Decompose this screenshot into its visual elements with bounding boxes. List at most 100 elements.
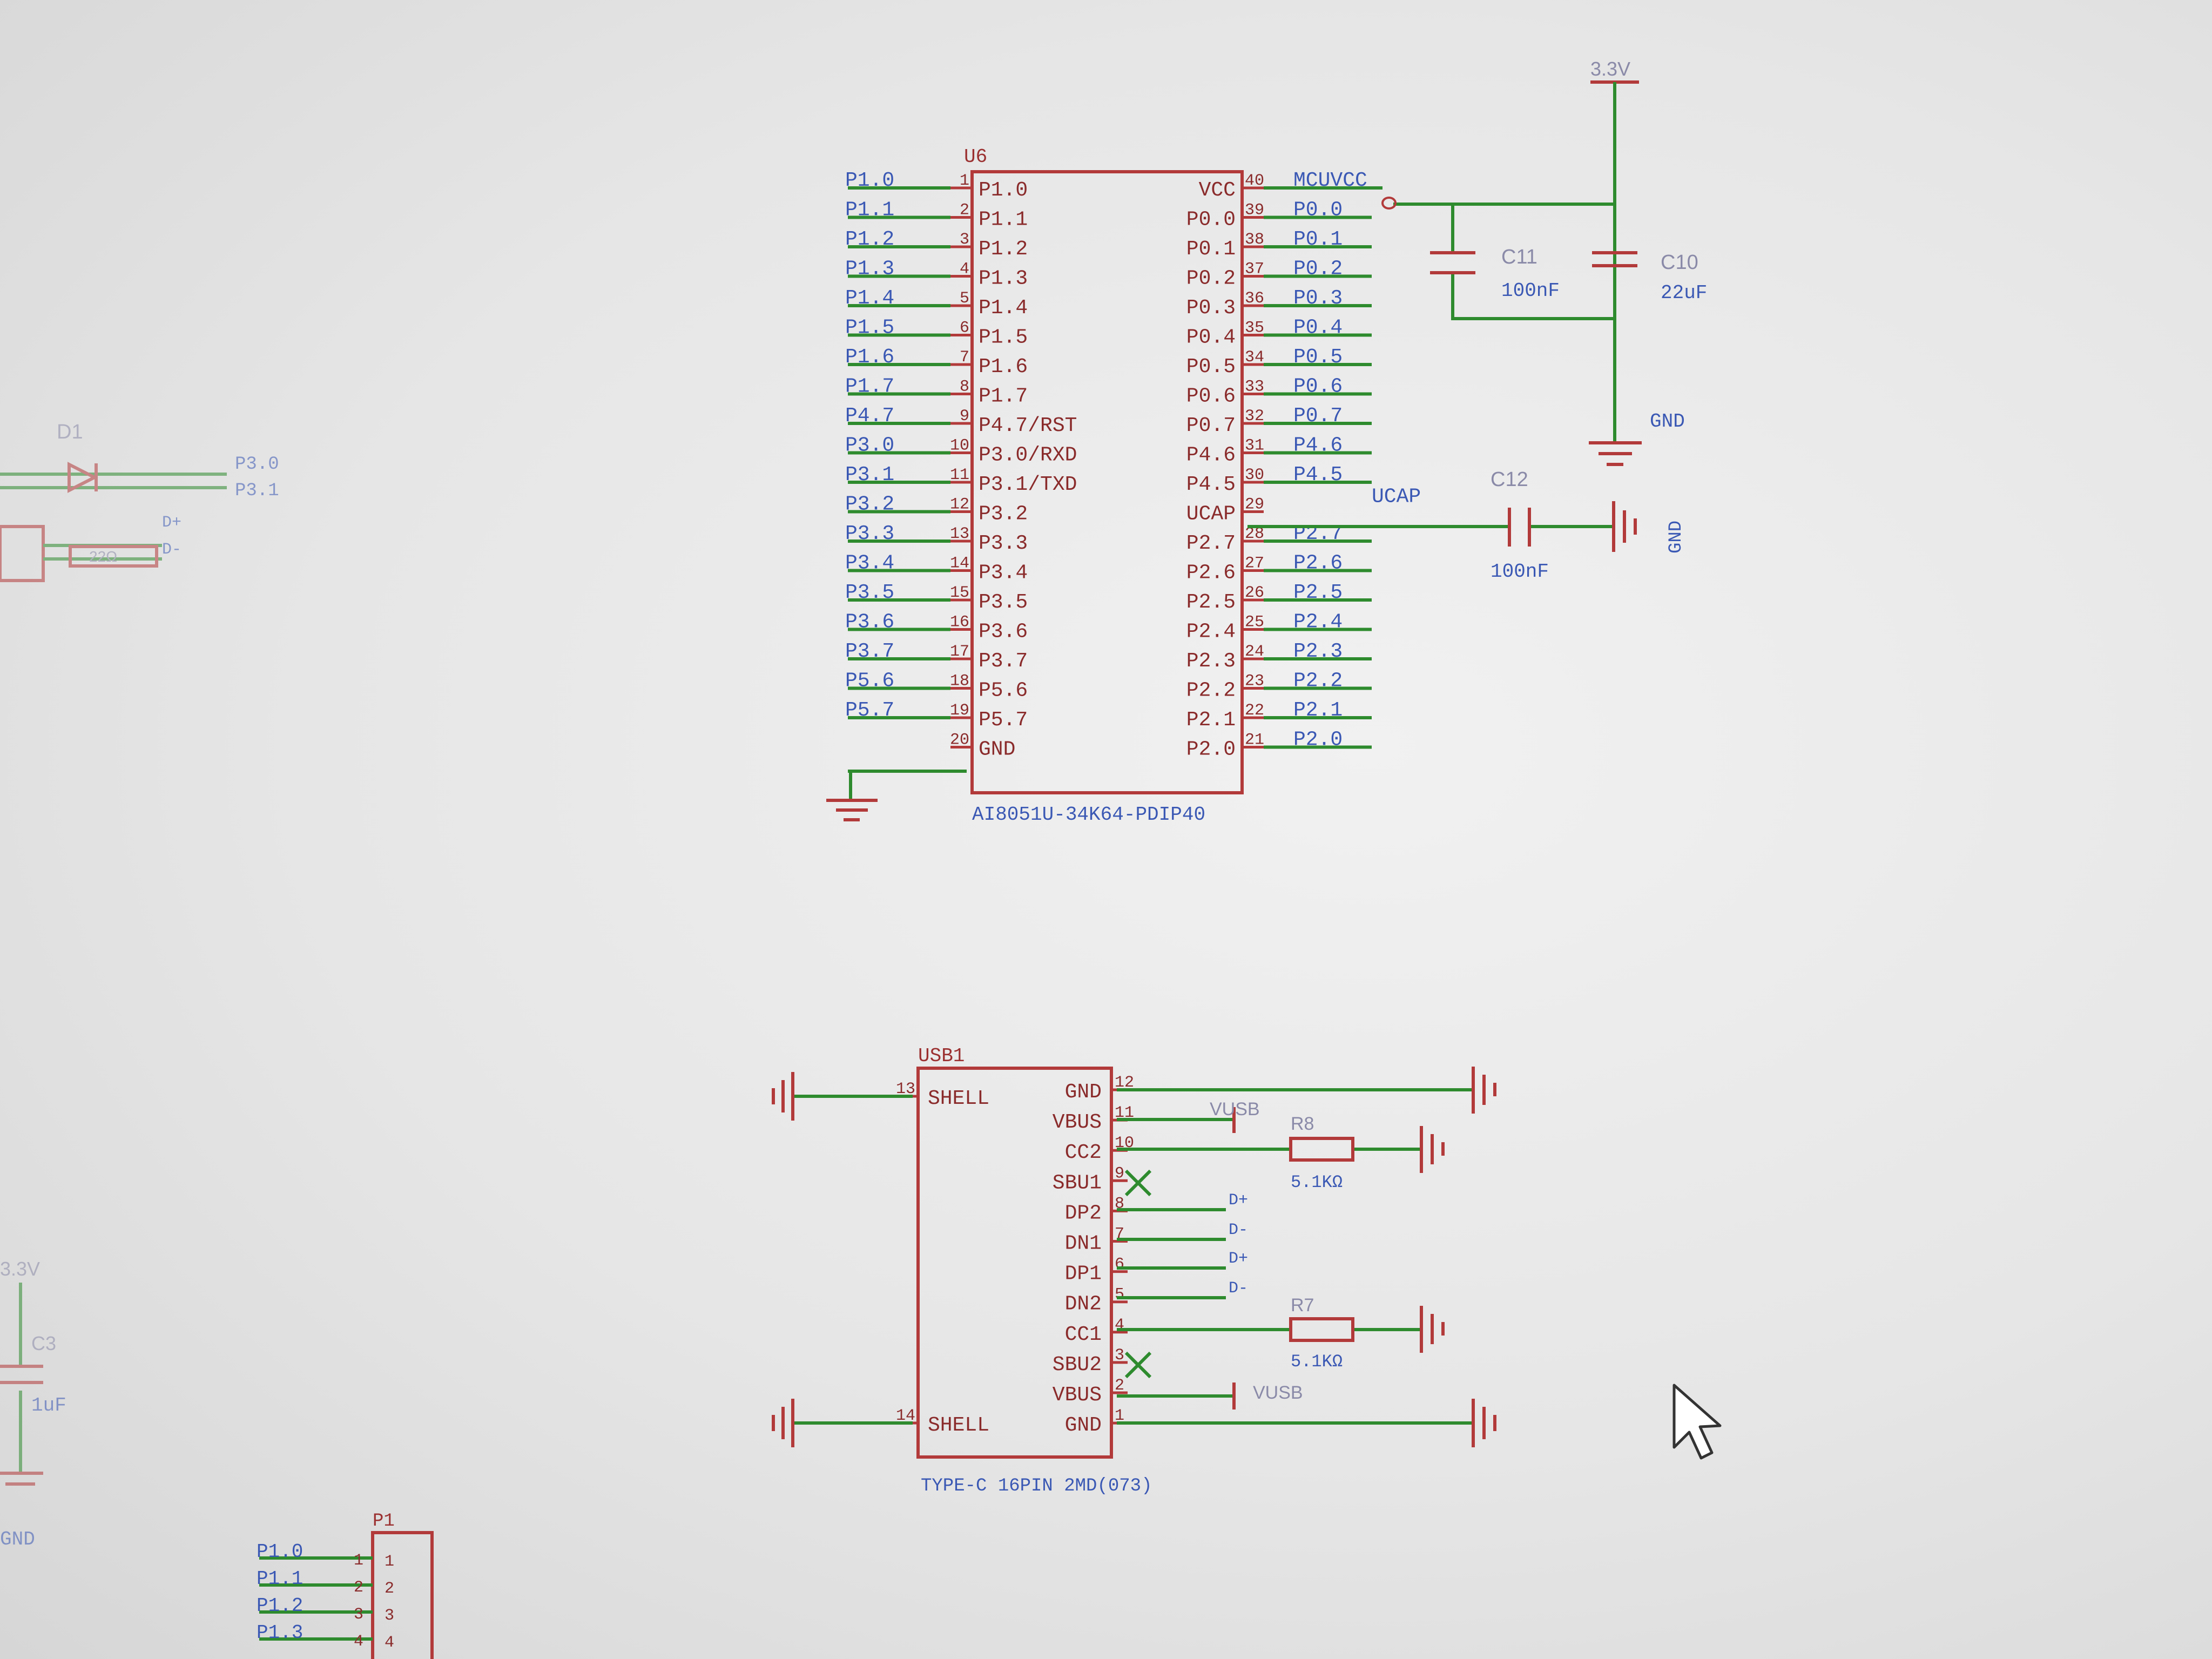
usb1-pin-name: DP1 [1065,1263,1102,1286]
u6-pin-number: 24 [1245,643,1264,661]
u6-gnd-wire [848,770,967,799]
p1-net-label: P1.3 [257,1622,303,1644]
usb1-pin-name: DN2 [1065,1293,1102,1316]
u6-net-label: P5.6 [845,670,894,693]
usb1-body[interactable] [916,1067,1113,1459]
left-net-p31: P3.1 [235,481,279,501]
c11-wire [1451,204,1615,320]
u6-net-label: P2.1 [1293,699,1343,722]
res-symbol [69,545,158,568]
u6-pin-name: UCAP [1186,503,1236,526]
usb1-pin-name: VBUS [1053,1111,1102,1134]
u6-pin-name: P3.5 [979,591,1028,614]
p1-pin-number: 4 [354,1633,363,1651]
u6-pin-number: 5 [960,289,969,308]
u6-pin-name: P4.6 [1186,444,1236,467]
u6-net-label: P1.2 [845,228,894,251]
usb1-pin-number: 5 [1115,1286,1124,1304]
u6-pin-number: 33 [1245,378,1264,396]
u6-pin-number: 35 [1245,319,1264,338]
u6-pin-number: 7 [960,348,969,367]
u6-pin-number: 32 [1245,407,1264,426]
u6-net-label: P1.6 [845,346,894,369]
usb1-pin-5[interactable]: 5 DN2 [1065,1286,1128,1316]
u6-net-label: UCAP [1372,485,1421,509]
c12-value: 100nF [1491,561,1549,583]
u6-pin-number: 22 [1245,702,1264,720]
u6-pin-name: P2.0 [1186,738,1236,761]
c11-ref: C11 [1501,246,1537,268]
usb1-pin-name: DP2 [1065,1202,1102,1225]
left-v33-label: 3.3V [0,1258,40,1280]
r7-ref: R7 [1291,1295,1314,1316]
u6-net-label: P1.0 [845,169,894,192]
u6-pin-name: P0.3 [1186,296,1236,320]
u6-net-label: P1.5 [845,316,894,340]
u6-net-label: P5.7 [845,699,894,722]
p1-pin-index: 2 [385,1580,394,1598]
u6-net-label: P0.5 [1293,346,1343,369]
r8-value: 5.1KΩ [1291,1172,1343,1192]
u6-pin-name: P0.2 [1186,267,1236,291]
left-gnd-symbol [0,1472,43,1486]
d1-wires [0,473,227,489]
u6-pin-name: P2.6 [1186,562,1236,585]
p1-body[interactable] [371,1531,434,1659]
vusb-label-top: VUSB [1210,1099,1260,1120]
